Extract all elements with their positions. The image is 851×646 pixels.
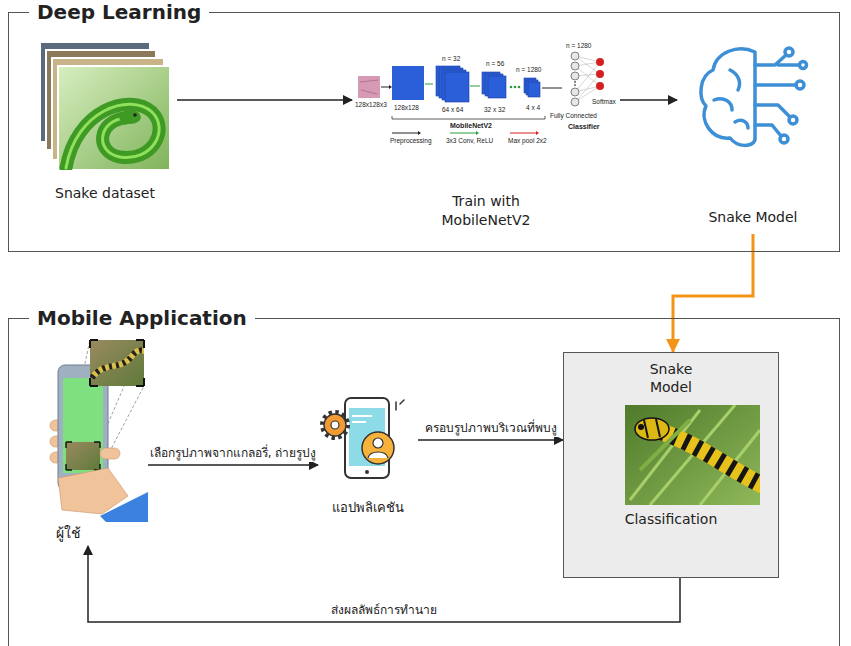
figure-label: Fully Connected <box>550 112 597 119</box>
figure-label: n = 56 <box>486 60 504 67</box>
figure-label: 4 x 4 <box>526 104 540 111</box>
connector-arrow <box>148 464 318 466</box>
figure-label: 3x3 Conv, ReLU <box>446 137 493 144</box>
node-label: Train with MobileNetV2 <box>352 192 620 230</box>
dataset-photos <box>40 42 170 170</box>
figure-label: 32 x 32 <box>484 106 505 113</box>
panel-frame: Deep LearningSnake datasetTrain with Mob… <box>8 12 840 252</box>
connector-arrow <box>418 439 563 441</box>
box-heading: Snake Model <box>564 361 778 396</box>
edge-label: ส่งผลลัพธ์การทำนาย <box>329 603 439 619</box>
connector-arrow <box>177 99 352 101</box>
brain-icon <box>701 48 807 145</box>
figure-label: 128x128 <box>394 104 419 111</box>
edge-label: เลือกรูปภาพจากแกลอรี่, ถ่ายรูปงู <box>148 446 319 462</box>
model-box-fill <box>563 352 779 578</box>
model-node: Snake Model <box>678 40 828 232</box>
figure-label: MobileNetV2 <box>450 122 492 130</box>
app-node: แอปพลิเคชัน <box>318 390 418 520</box>
node-label: แอปพลิเคชัน <box>318 500 418 516</box>
figure-label: Max pool 2x2 <box>508 137 547 144</box>
figure-label: n = 1280 <box>516 66 541 73</box>
figure-label: Classifier <box>568 123 600 131</box>
panel-title: Deep Learning <box>29 0 209 25</box>
cnn-figure <box>358 52 604 135</box>
connector-arrow <box>620 99 677 101</box>
figure-label: 64 x 64 <box>442 106 463 113</box>
node-label: Snake Model <box>678 209 828 227</box>
panel-title: Mobile Application <box>29 305 255 331</box>
user-node: ผู้ใช้ <box>38 330 148 545</box>
connector-arrow <box>88 546 680 622</box>
node-label: Snake dataset <box>35 185 175 203</box>
figure-label: n = 32 <box>442 55 460 62</box>
user-phone-figure <box>50 340 148 522</box>
figure-label: Softmax <box>592 98 616 105</box>
node-label: Classification <box>564 511 778 529</box>
snake-photo <box>625 405 768 505</box>
figure-label: n = 1280 <box>566 42 591 49</box>
figure-label: 128x128x3 <box>355 101 387 108</box>
edge-label: ครอบรูปภาพบริเวณที่พบงู <box>423 421 559 437</box>
app-icon <box>322 398 404 478</box>
model-box: Snake ModelClassification <box>563 352 779 578</box>
figure-label: Preprocessing <box>390 137 432 144</box>
dataset-node: Snake dataset <box>35 40 175 210</box>
panel-frame: Mobile Applicationผู้ใช้แอปพลิเคชันSnake… <box>8 318 840 646</box>
node-label: ผู้ใช้ <box>56 525 81 543</box>
